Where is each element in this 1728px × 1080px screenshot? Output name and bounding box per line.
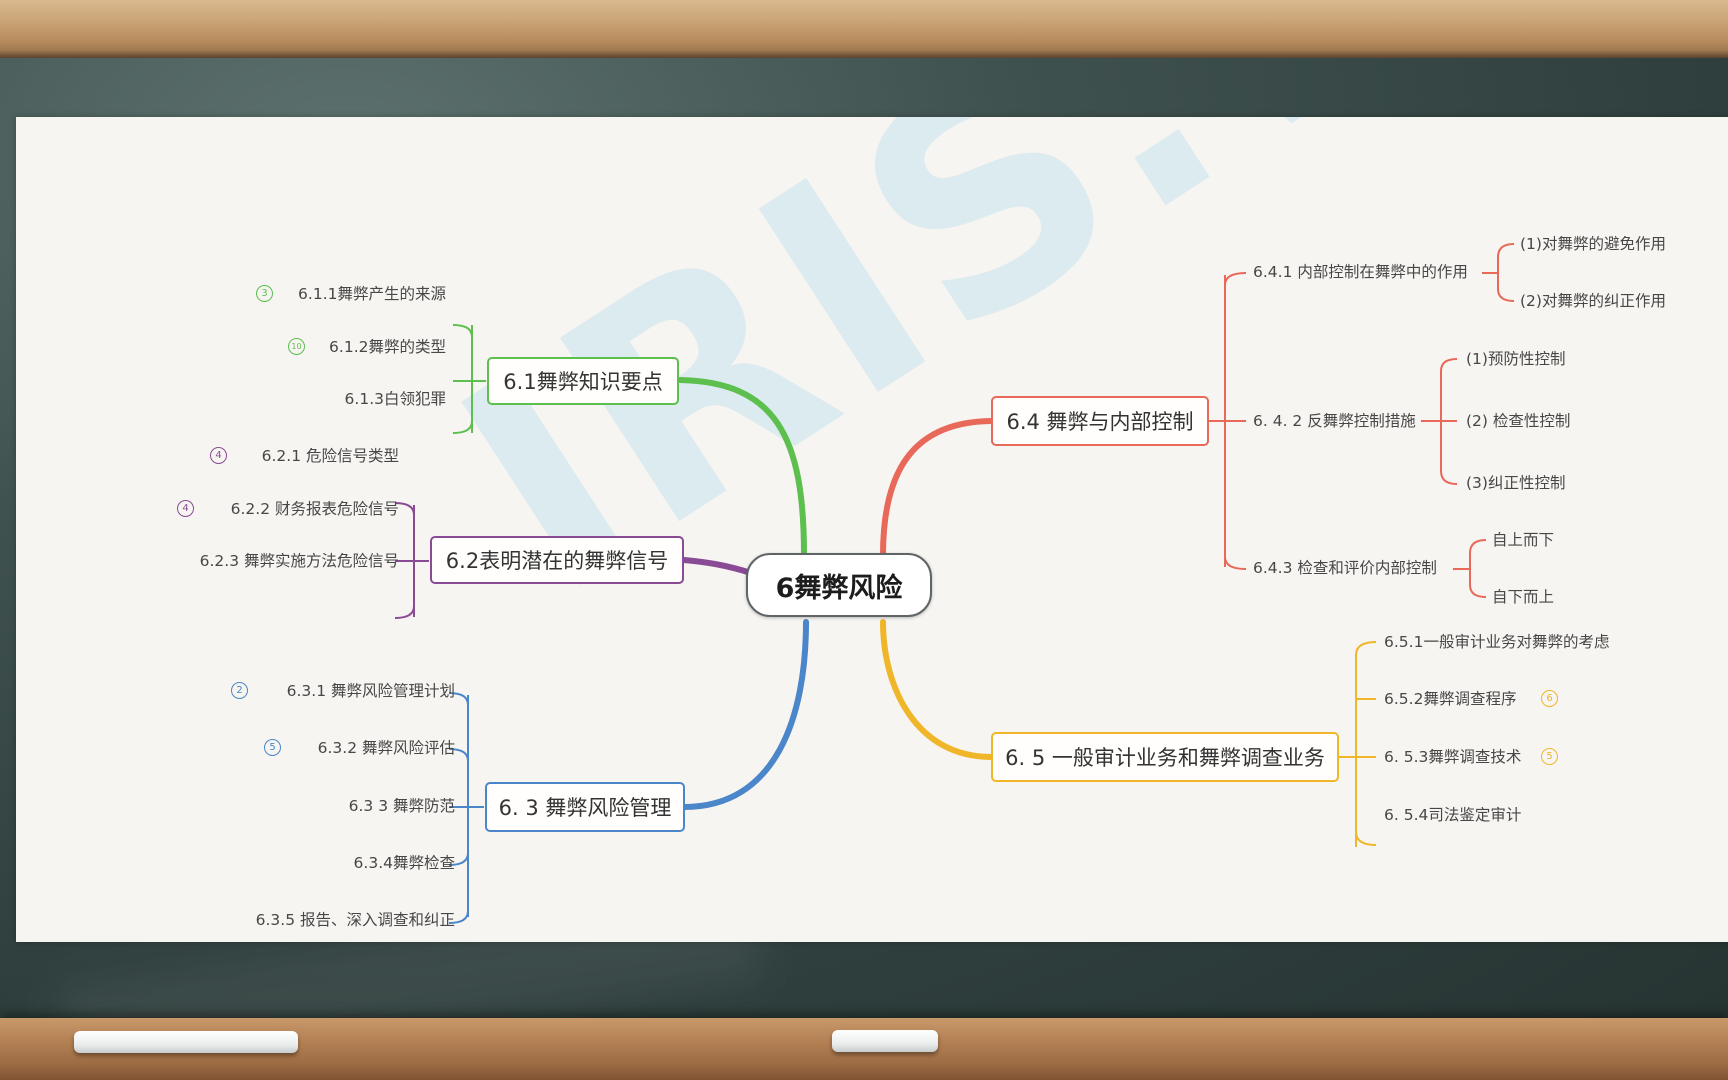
chalk-stick bbox=[74, 1031, 298, 1053]
topic-6-1-1[interactable]: 6.1.1舞弊产生的来源 bbox=[298, 285, 446, 303]
topic-6-5-1[interactable]: 6.5.1一般审计业务对舞弊的考虑 bbox=[1384, 633, 1610, 651]
topic-6-4-2[interactable]: 6. 4. 2 反舞弊控制措施 bbox=[1253, 412, 1416, 430]
link-root-6-2 bbox=[681, 557, 754, 576]
link-root-6-5 bbox=[880, 619, 994, 760]
topic-6-3-4[interactable]: 6.3.4舞弊检查 bbox=[353, 854, 455, 872]
topic-6-4-2-c[interactable]: (3)纠正性控制 bbox=[1466, 474, 1566, 492]
link-root-6-1 bbox=[677, 377, 807, 558]
topic-6-4-1-b[interactable]: (2)对舞弊的纠正作用 bbox=[1520, 292, 1666, 310]
mindmap-canvas: IRIS.W bbox=[16, 117, 1728, 942]
topic-6-4-1[interactable]: 6.4.1 内部控制在舞弊中的作用 bbox=[1253, 263, 1468, 281]
count-badge: 6 bbox=[1541, 690, 1558, 707]
root-topic[interactable]: 6舞弊风险 bbox=[746, 553, 932, 617]
count-badge: 3 bbox=[256, 285, 273, 302]
count-badge: 2 bbox=[231, 682, 248, 699]
count-badge: 4 bbox=[177, 500, 194, 517]
topic-6-4-3-a[interactable]: 自上而下 bbox=[1492, 531, 1555, 549]
topic-6-1-3[interactable]: 6.1.3白领犯罪 bbox=[344, 390, 446, 408]
chalk-ledge bbox=[0, 1018, 1728, 1080]
topic-6-1-2[interactable]: 6.1.2舞弊的类型 bbox=[329, 338, 446, 356]
count-badge: 5 bbox=[264, 739, 281, 756]
count-badge: 10 bbox=[288, 338, 305, 355]
topic-6-4-3[interactable]: 6.4.3 检查和评价内部控制 bbox=[1253, 559, 1437, 577]
chalkboard-frame-top bbox=[0, 0, 1728, 58]
topic-6-2-1[interactable]: 6.2.1 危险信号类型 bbox=[261, 447, 399, 465]
link-root-6-4 bbox=[880, 418, 994, 558]
topic-6-5[interactable]: 6. 5 一般审计业务和舞弊调查业务 bbox=[991, 732, 1339, 782]
topic-6-2-2[interactable]: 6.2.2 财务报表危险信号 bbox=[230, 500, 399, 518]
chalk-stick bbox=[832, 1030, 938, 1052]
topic-6-3-2[interactable]: 6.3.2 舞弊风险评估 bbox=[317, 739, 455, 757]
topic-6-5-3[interactable]: 6. 5.3舞弊调查技术 bbox=[1384, 748, 1522, 766]
topic-6-4-2-a[interactable]: (1)预防性控制 bbox=[1466, 350, 1566, 368]
topic-6-3[interactable]: 6. 3 舞弊风险管理 bbox=[485, 782, 685, 832]
topic-6-3-5[interactable]: 6.3.5 报告、深入调查和纠正 bbox=[255, 911, 455, 929]
topic-6-4-2-b[interactable]: (2) 检查性控制 bbox=[1466, 412, 1571, 430]
topic-6-3-3[interactable]: 6.3 3 舞弊防范 bbox=[348, 797, 455, 815]
topic-6-1[interactable]: 6.1舞弊知识要点 bbox=[487, 357, 679, 405]
topic-6-5-2[interactable]: 6.5.2舞弊调查程序 bbox=[1384, 690, 1517, 708]
count-badge: 5 bbox=[1541, 748, 1558, 765]
count-badge: 4 bbox=[210, 447, 227, 464]
link-root-6-3 bbox=[681, 619, 809, 810]
connector-lines bbox=[394, 243, 1515, 924]
topic-6-5-4[interactable]: 6. 5.4司法鉴定审计 bbox=[1384, 806, 1522, 824]
topic-6-3-1[interactable]: 6.3.1 舞弊风险管理计划 bbox=[286, 682, 455, 700]
topic-6-4[interactable]: 6.4 舞弊与内部控制 bbox=[991, 396, 1209, 446]
topic-6-2[interactable]: 6.2表明潜在的舞弊信号 bbox=[430, 536, 684, 584]
topic-6-4-3-b[interactable]: 自下而上 bbox=[1492, 588, 1555, 606]
topic-6-4-1-a[interactable]: (1)对舞弊的避免作用 bbox=[1520, 235, 1666, 253]
topic-6-2-3[interactable]: 6.2.3 舞弊实施方法危险信号 bbox=[199, 552, 399, 570]
